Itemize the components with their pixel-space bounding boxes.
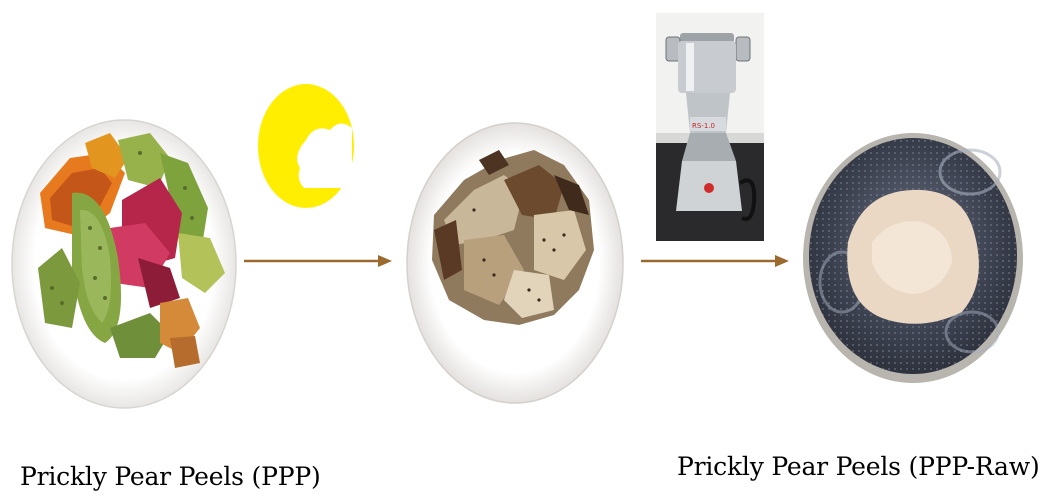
fresh-peels-photo (10, 118, 240, 410)
grinder-mill-photo: RS-1.0 (656, 13, 764, 241)
peel-powder-label: Prickly Pear Peels (PPP-Raw) (677, 452, 1040, 481)
process-arrow-2 (641, 253, 791, 269)
dried-peels-photo (404, 120, 626, 406)
process-arrow-1 (244, 253, 394, 269)
raw-peels-label: Prickly Pear Peels (PPP) (20, 462, 321, 491)
peel-powder-photo (802, 132, 1024, 384)
svg-text:RS-1.0: RS-1.0 (692, 122, 715, 130)
sun-cloud-icon (256, 84, 358, 210)
